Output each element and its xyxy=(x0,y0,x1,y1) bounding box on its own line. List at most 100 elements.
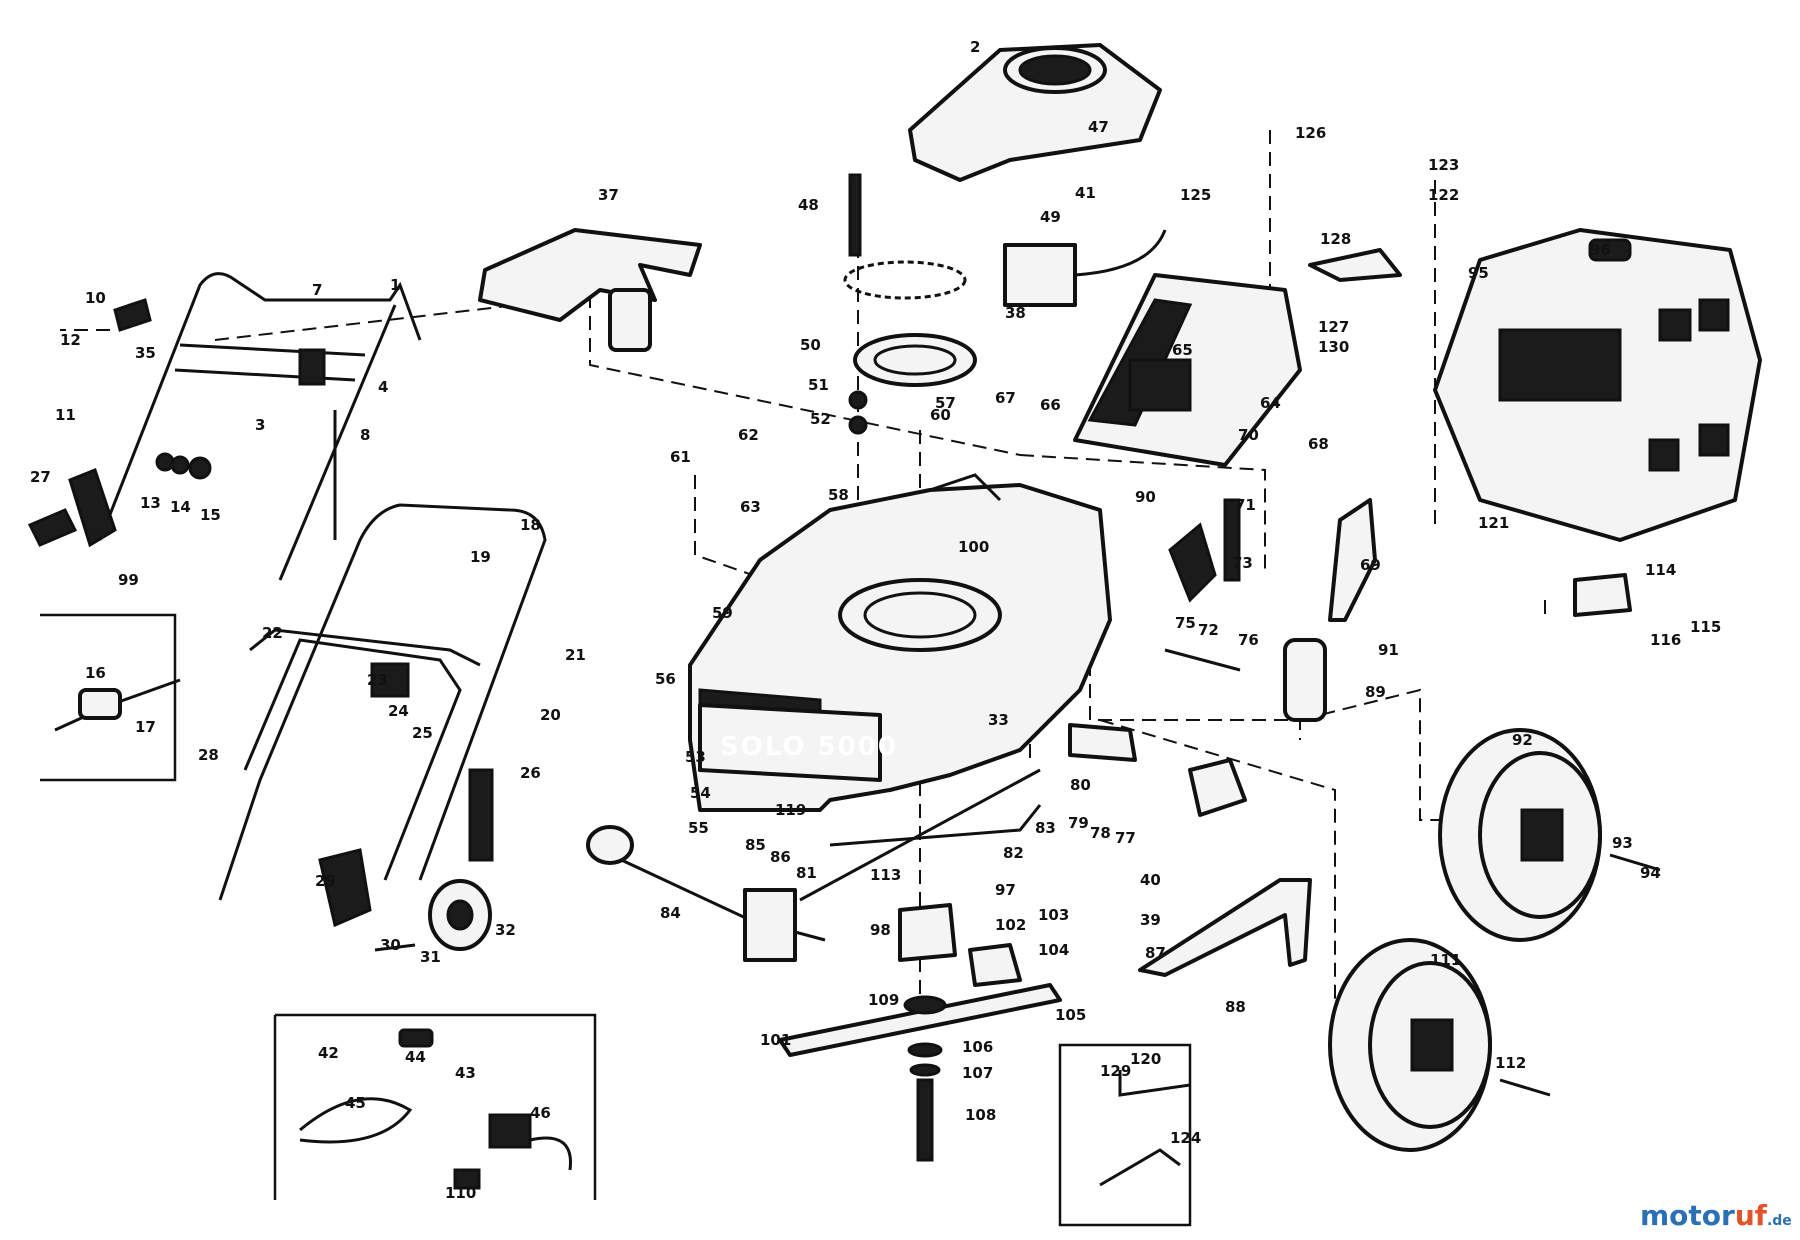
label-24: 24 xyxy=(388,702,409,720)
label-4: 4 xyxy=(378,378,388,396)
label-26: 26 xyxy=(520,764,541,782)
blade-assembly xyxy=(778,878,1312,1162)
label-53: 53 xyxy=(685,748,706,766)
mower-deck: SOLO 5000 xyxy=(688,473,1112,812)
label-88: 88 xyxy=(1225,998,1246,1016)
part-labels: 1 2 3 4 7 8 10 11 12 13 14 15 16 17 18 1… xyxy=(30,38,1721,1202)
label-116: 116 xyxy=(1650,631,1681,649)
label-23: 23 xyxy=(367,671,388,689)
label-115: 115 xyxy=(1690,618,1721,636)
motor-cover xyxy=(908,43,1162,182)
label-94: 94 xyxy=(1640,864,1661,882)
label-122: 122 xyxy=(1428,186,1459,204)
label-108: 108 xyxy=(965,1106,996,1124)
label-83: 83 xyxy=(1035,819,1056,837)
label-107: 107 xyxy=(962,1064,993,1082)
label-114: 114 xyxy=(1645,561,1676,579)
cable-inset xyxy=(40,613,181,782)
label-66: 66 xyxy=(1040,396,1061,414)
label-16: 16 xyxy=(85,664,106,682)
label-75: 75 xyxy=(1175,614,1196,632)
label-111: 111 xyxy=(1430,951,1461,969)
label-12: 12 xyxy=(60,331,81,349)
label-69: 69 xyxy=(1360,556,1381,574)
label-54: 54 xyxy=(690,784,711,802)
label-62: 62 xyxy=(738,426,759,444)
grass-catcher xyxy=(1308,228,1762,542)
label-19: 19 xyxy=(470,548,491,566)
label-110: 110 xyxy=(445,1184,476,1202)
label-27: 27 xyxy=(30,468,51,486)
deck-brand-text: SOLO 5000 xyxy=(720,732,898,762)
label-82: 82 xyxy=(1003,844,1024,862)
label-64: 64 xyxy=(1260,394,1281,412)
label-113: 113 xyxy=(870,866,901,884)
label-68: 68 xyxy=(1308,435,1329,453)
brand-logo: motoruf.de xyxy=(1640,1199,1792,1232)
label-60: 60 xyxy=(930,406,951,424)
label-20: 20 xyxy=(540,706,561,724)
svg-text:motoruf.de: motoruf.de xyxy=(1640,1199,1792,1232)
label-93: 93 xyxy=(1612,834,1633,852)
label-42: 42 xyxy=(318,1044,339,1062)
lower-handle xyxy=(218,503,547,901)
label-32: 32 xyxy=(495,921,516,939)
label-95: 95 xyxy=(1468,264,1489,282)
label-46: 46 xyxy=(530,1104,551,1122)
label-59: 59 xyxy=(712,604,733,622)
front-wheel xyxy=(1328,938,1551,1152)
label-43: 43 xyxy=(455,1064,476,1082)
label-57: 57 xyxy=(935,394,956,412)
label-78: 78 xyxy=(1090,824,1111,842)
label-37: 37 xyxy=(598,186,619,204)
label-100: 100 xyxy=(958,538,989,556)
label-84: 84 xyxy=(660,904,681,922)
accessory-inset xyxy=(273,1013,597,1200)
label-121: 121 xyxy=(1478,514,1509,532)
upper-handle xyxy=(98,272,422,581)
label-102: 102 xyxy=(995,916,1026,934)
label-103: 103 xyxy=(1038,906,1069,924)
label-1: 1 xyxy=(390,276,400,294)
label-106: 106 xyxy=(962,1038,993,1056)
label-79: 79 xyxy=(1068,814,1089,832)
label-15: 15 xyxy=(200,506,221,524)
label-71: 71 xyxy=(1235,496,1256,514)
label-40: 40 xyxy=(1140,871,1161,889)
label-80: 80 xyxy=(1070,776,1091,794)
label-52: 52 xyxy=(810,410,831,428)
label-87: 87 xyxy=(1145,944,1166,962)
label-129: 129 xyxy=(1100,1062,1131,1080)
label-22: 22 xyxy=(262,624,283,642)
axles xyxy=(586,768,1042,962)
label-25: 25 xyxy=(412,724,433,742)
chute-cover xyxy=(1073,273,1302,467)
label-130: 130 xyxy=(1318,338,1349,356)
label-38: 38 xyxy=(1005,304,1026,322)
label-128: 128 xyxy=(1320,230,1351,248)
label-73: 73 xyxy=(1232,554,1253,572)
label-96: 96 xyxy=(1590,241,1611,259)
handle-clamps xyxy=(27,298,492,952)
height-adjuster xyxy=(1068,498,1632,817)
label-90: 90 xyxy=(1135,488,1156,506)
label-31: 31 xyxy=(420,948,441,966)
label-33: 33 xyxy=(988,711,1009,729)
label-2: 2 xyxy=(970,38,980,56)
label-50: 50 xyxy=(800,336,821,354)
label-13: 13 xyxy=(140,494,161,512)
label-51: 51 xyxy=(808,376,829,394)
label-63: 63 xyxy=(740,498,761,516)
label-10: 10 xyxy=(85,289,106,307)
label-44: 44 xyxy=(405,1048,426,1066)
label-76: 76 xyxy=(1238,631,1259,649)
label-55: 55 xyxy=(688,819,709,837)
label-56: 56 xyxy=(655,670,676,688)
rear-wheel xyxy=(1438,728,1661,942)
label-105: 105 xyxy=(1055,1006,1086,1024)
label-98: 98 xyxy=(870,921,891,939)
label-119: 119 xyxy=(775,801,806,819)
tool-inset xyxy=(1058,1043,1192,1227)
label-8: 8 xyxy=(360,426,370,444)
